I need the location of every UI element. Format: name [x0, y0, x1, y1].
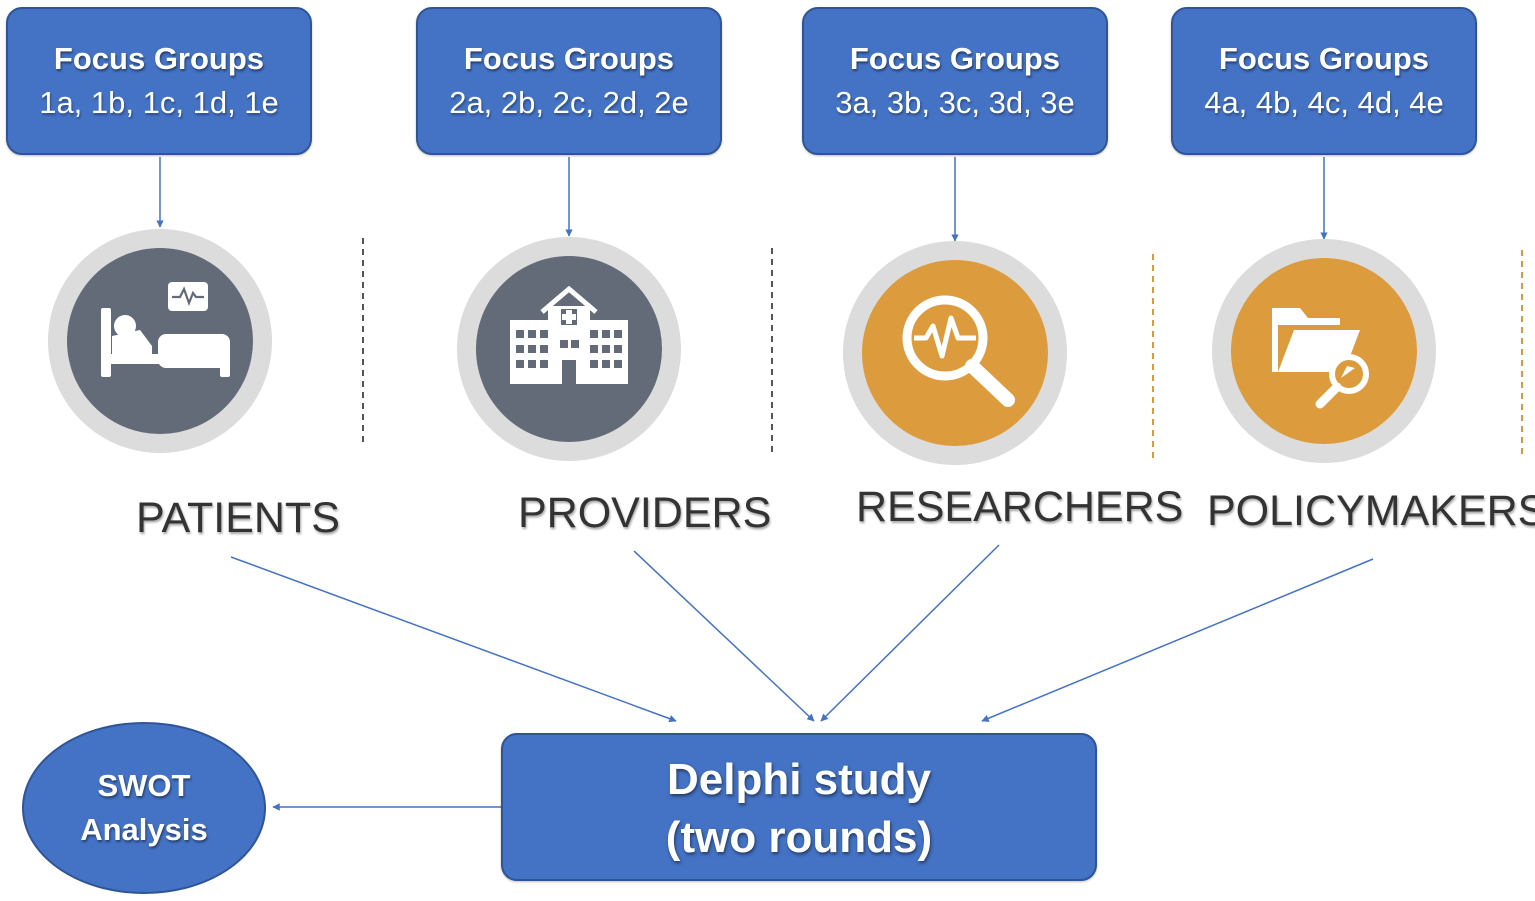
label-patients: PATIENTS: [136, 494, 340, 542]
hospital-building-icon: [457, 237, 681, 461]
label-researchers: RESEARCHERS: [856, 483, 1184, 531]
focus-groups-box-3: Focus Groups 3a, 3b, 3c, 3d, 3e: [802, 7, 1108, 155]
focus-groups-box-4: Focus Groups 4a, 4b, 4c, 4d, 4e: [1171, 7, 1477, 155]
hospital-bed-icon: [48, 229, 272, 453]
arrow-providers-to-delphi: [633, 550, 815, 722]
focus-groups-title: Focus Groups: [463, 41, 675, 76]
label-policymakers: POLICYMAKERS: [1207, 487, 1535, 535]
delphi-title: Delphi study: [666, 755, 932, 804]
delphi-study-box: Delphi study (two rounds): [501, 733, 1097, 881]
arrow-policymakers-to-delphi: [981, 558, 1374, 722]
focus-groups-title: Focus Groups: [1218, 41, 1430, 76]
focus-groups-codes: 4a, 4b, 4c, 4d, 4e: [1204, 85, 1444, 120]
magnifier-pulse-icon: [843, 241, 1067, 465]
arrow-researchers-to-delphi: [820, 544, 1000, 722]
swot-subtitle: Analysis: [80, 812, 208, 847]
focus-groups-box-1: Focus Groups 1a, 1b, 1c, 1d, 1e: [6, 7, 312, 155]
swot-title: SWOT: [97, 768, 191, 803]
delphi-subtitle: (two rounds): [665, 813, 933, 862]
focus-groups-codes: 1a, 1b, 1c, 1d, 1e: [39, 85, 279, 120]
focus-groups-box-2: Focus Groups 2a, 2b, 2c, 2d, 2e: [416, 7, 722, 155]
focus-groups-codes: 2a, 2b, 2c, 2d, 2e: [449, 85, 689, 120]
focus-groups-title: Focus Groups: [53, 41, 265, 76]
focus-groups-title: Focus Groups: [849, 41, 1061, 76]
swot-analysis-ellipse: SWOT Analysis: [22, 722, 266, 894]
focus-groups-codes: 3a, 3b, 3c, 3d, 3e: [835, 85, 1075, 120]
folder-search-icon: [1212, 239, 1436, 463]
label-providers: PROVIDERS: [518, 489, 772, 537]
arrow-patients-to-delphi: [230, 556, 677, 723]
